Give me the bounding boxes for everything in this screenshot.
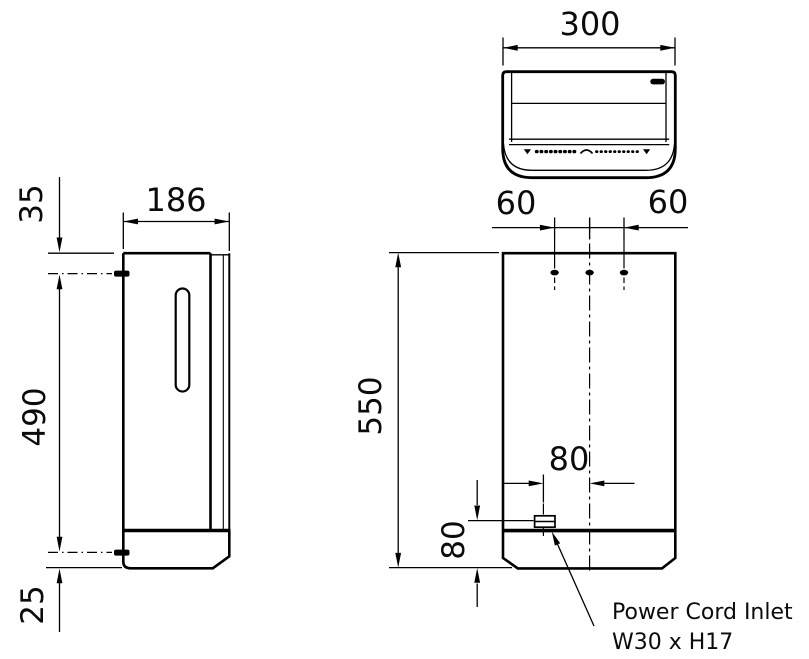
side-tray-outline <box>122 530 231 570</box>
front-outline <box>501 251 677 570</box>
dim-80-horizontal-label: 80 <box>548 440 590 478</box>
leader-arrowhead <box>551 531 561 546</box>
front-view-dimensions <box>389 217 688 607</box>
top-view-dimensions <box>502 37 676 66</box>
top-inner-walls <box>510 71 667 142</box>
arrowheads-front <box>395 224 639 583</box>
top-sensor-slot <box>650 78 665 85</box>
side-body-outline <box>122 251 212 531</box>
front-power-inlet-symbol <box>533 503 556 536</box>
arrowheads-side <box>56 218 230 584</box>
dim-25-label: 25 <box>15 585 51 625</box>
front-hole-stems <box>554 238 625 269</box>
power-cord-inlet-label: Power Cord Inlet <box>612 600 793 625</box>
front-mount-holes <box>550 269 629 276</box>
top-inner-bottom-contour <box>502 143 676 171</box>
dim-490-label: 490 <box>17 387 53 447</box>
nozzle-arch <box>579 149 594 155</box>
top-outline <box>501 70 677 180</box>
nozzle-end-left <box>523 149 531 155</box>
dim-60-left-label: 60 <box>495 184 537 222</box>
dim-35-label: 35 <box>14 184 50 224</box>
side-mount-hook-lower <box>114 549 130 556</box>
top-nozzle-row <box>523 149 651 155</box>
front-leader <box>551 531 595 627</box>
leader-line <box>554 538 595 627</box>
ticks-60 <box>553 217 625 239</box>
side-window-slot <box>174 287 191 393</box>
dim-300-label: 300 <box>559 5 621 43</box>
dim-186-label: 186 <box>145 181 207 219</box>
arrowheads-300 <box>503 44 675 51</box>
top-view <box>501 70 677 180</box>
dim-60-right-label: 60 <box>647 183 689 221</box>
side-mount-hook-upper <box>114 270 130 277</box>
side-view <box>114 251 231 570</box>
nozzle-end-right <box>643 149 651 155</box>
front-view <box>501 217 677 627</box>
dim-80-vertical-label: 80 <box>436 520 472 560</box>
side-view-dimensions <box>46 177 230 632</box>
front-hole-dashes <box>554 277 625 290</box>
top-front-edge-lines <box>509 138 670 146</box>
dim-550-label: 550 <box>353 376 389 436</box>
power-cord-inlet-size: W30 x H17 <box>612 630 734 655</box>
